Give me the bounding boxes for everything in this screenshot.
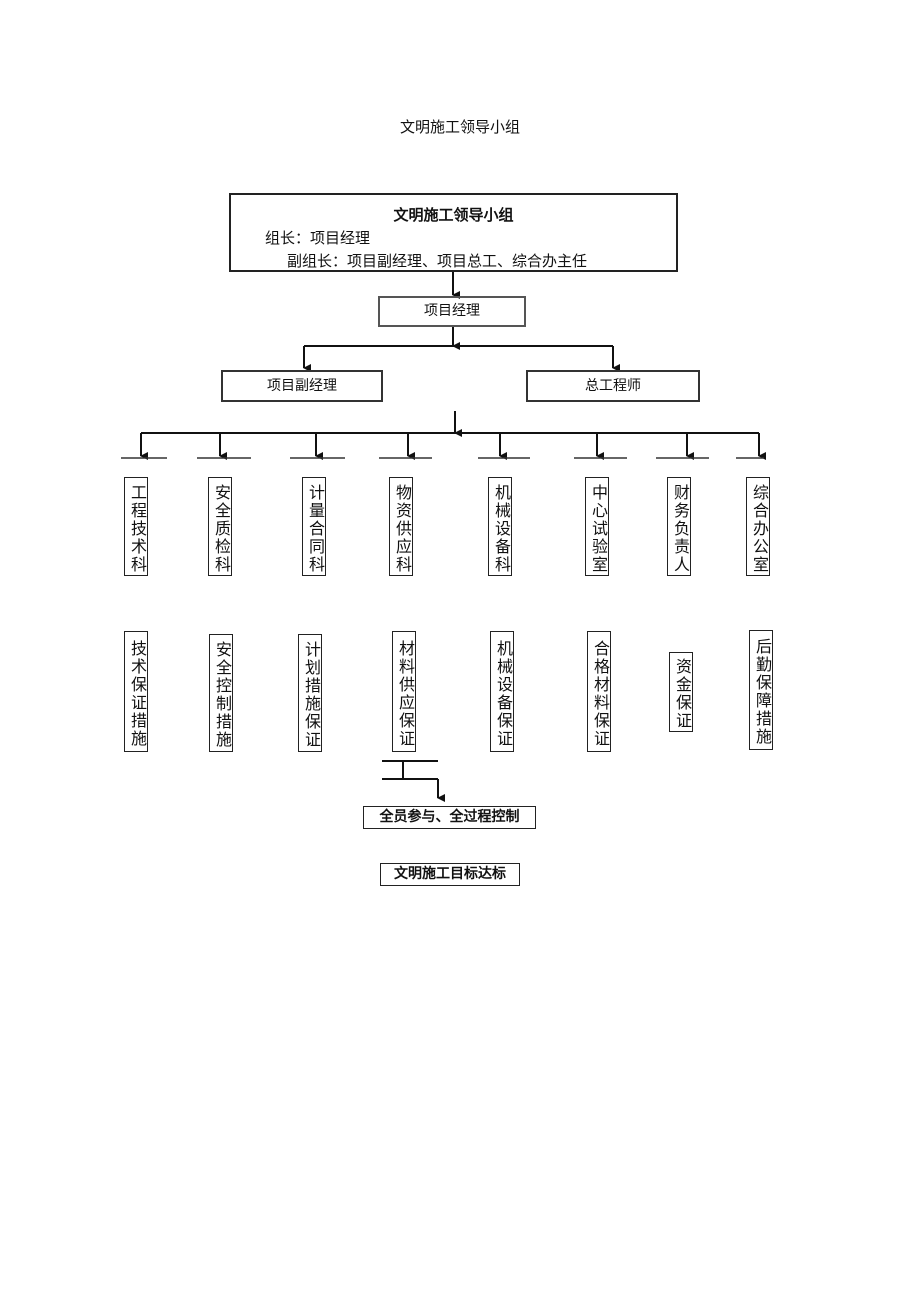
department-box-general-office: 综合办公室 bbox=[746, 477, 770, 576]
measure-box-machinery: 机械设备保证 bbox=[490, 631, 514, 752]
page-title: 文明施工领导小组 bbox=[399, 118, 520, 136]
department-box-central-lab: 中心试验室 bbox=[585, 477, 609, 576]
measure-box-technical: 技术保证措施 bbox=[124, 631, 148, 752]
department-box-finance: 财务负责人 bbox=[667, 477, 691, 576]
measure-box-qualified-materials: 合格材料保证 bbox=[587, 631, 611, 752]
deputy-manager-box: 项目副经理 bbox=[221, 370, 383, 402]
participation-box: 全员参与、全过程控制 bbox=[363, 806, 536, 829]
department-box-materials-supply: 物资供应科 bbox=[389, 477, 413, 576]
deputy-leader-text: 副组长：项目副经理、项目总工、综合办主任 bbox=[287, 252, 588, 270]
measure-box-funding: 资金保证 bbox=[669, 652, 693, 732]
department-box-measurement-contract: 计量合同科 bbox=[302, 477, 326, 576]
measure-box-safety-control: 安全控制措施 bbox=[209, 634, 233, 752]
measure-box-planning: 计划措施保证 bbox=[298, 634, 322, 752]
leader-group-box: 文明施工领导小组 组长：项目经理 副组长：项目副经理、项目总工、综合办主任 bbox=[229, 193, 678, 272]
measure-box-logistics: 后勤保障措施 bbox=[749, 630, 773, 750]
measure-box-material-supply: 材料供应保证 bbox=[392, 631, 416, 752]
project-manager-box: 项目经理 bbox=[378, 296, 526, 327]
group-leader-text: 组长：项目经理 bbox=[265, 229, 371, 247]
leader-group-heading: 文明施工领导小组 bbox=[393, 206, 514, 224]
goal-box: 文明施工目标达标 bbox=[380, 863, 520, 886]
department-box-engineering-tech: 工程技术科 bbox=[124, 477, 148, 576]
department-box-safety-quality: 安全质检科 bbox=[208, 477, 232, 576]
chief-engineer-box: 总工程师 bbox=[526, 370, 700, 402]
department-box-machinery-equipment: 机械设备科 bbox=[488, 477, 512, 576]
